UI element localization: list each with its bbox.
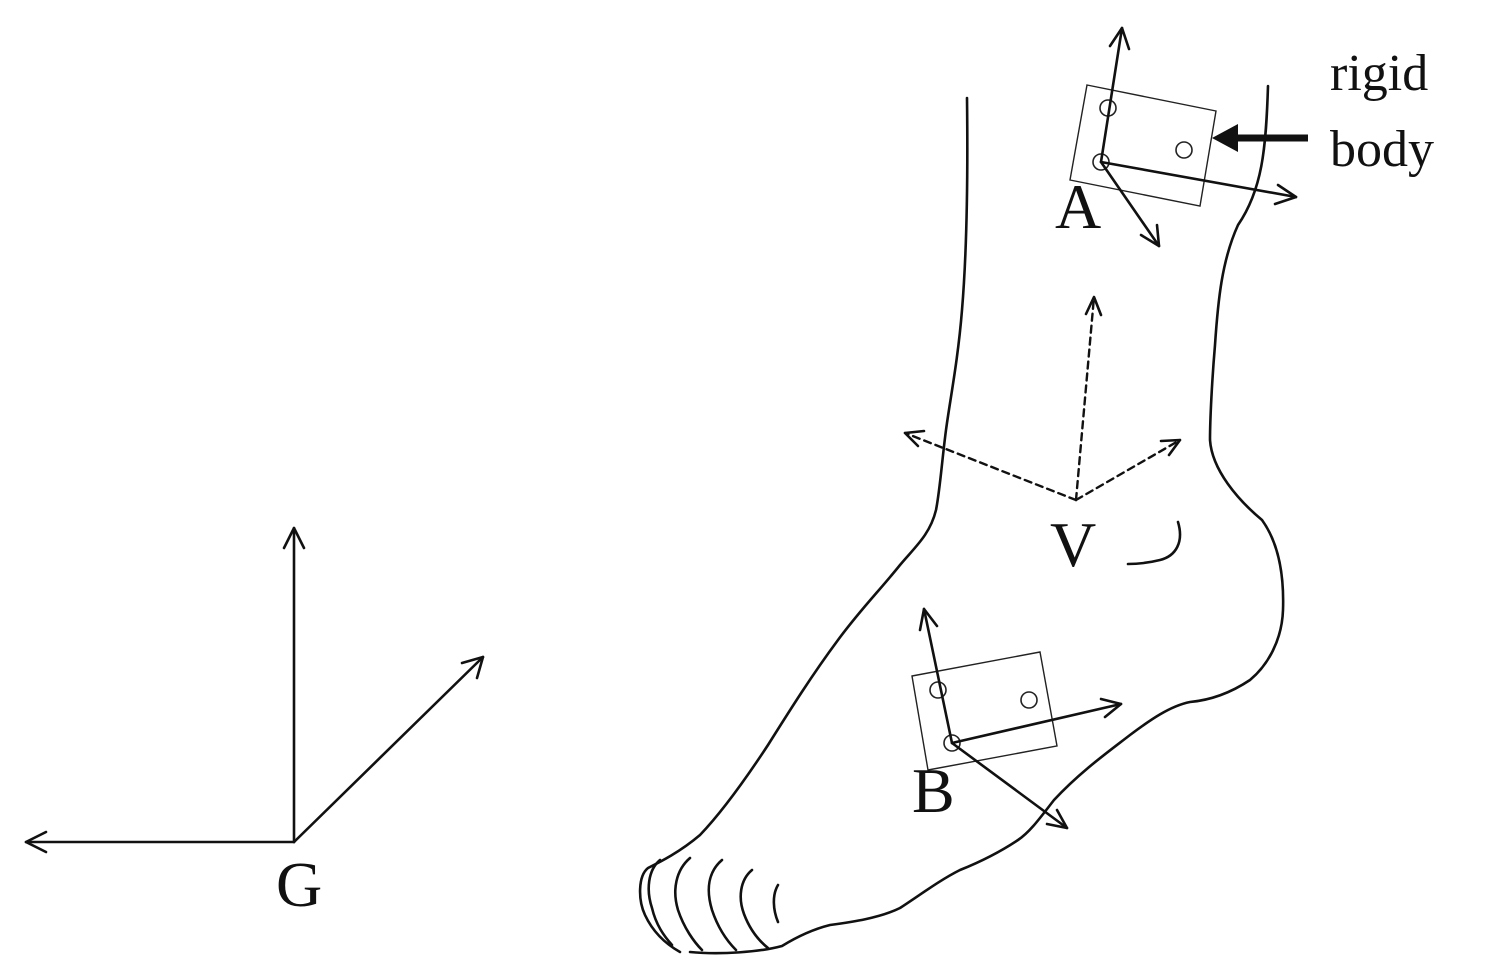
leg-front-contour — [638, 96, 969, 954]
v-axis-left-head — [903, 429, 926, 448]
toe-line-2 — [674, 856, 704, 952]
a-axis-up-head — [1108, 26, 1131, 51]
b-axis-down-head — [1045, 808, 1069, 830]
b-axis-right-head — [1099, 697, 1123, 719]
foot-marker-plate — [911, 651, 1058, 771]
malleolus-curve — [1126, 520, 1182, 566]
a-axis-right — [1099, 160, 1298, 199]
a-axis-right-head — [1273, 183, 1298, 206]
a-axis-down-head — [1139, 223, 1161, 248]
v-axis-up-head — [1084, 295, 1103, 317]
global-frame: G — [24, 526, 485, 920]
rigid-body-label-line1: rigid — [1330, 45, 1428, 102]
b-axis-down — [950, 741, 1069, 830]
leg-foot-outline — [638, 84, 1285, 955]
g-axis-diagonal-head — [460, 655, 485, 680]
g-axis-vertical-head — [282, 526, 306, 550]
foot-frame-label: B — [912, 755, 955, 826]
g-axis-diagonal — [292, 655, 485, 844]
v-axis-right-head — [1159, 438, 1182, 457]
v-axis-left — [903, 431, 1078, 502]
virtual-frame-label: V — [1050, 509, 1096, 580]
tibia-frame: A — [1055, 26, 1298, 248]
a-axis-up — [1099, 26, 1124, 164]
foot-frame: B — [912, 607, 1123, 830]
tibia-marker-2 — [1175, 141, 1193, 159]
a-axis-down — [1099, 160, 1161, 248]
b-axis-up-head — [918, 607, 939, 632]
foot-marker-2 — [1020, 691, 1038, 709]
rigid-body-pointer-head — [1212, 124, 1238, 152]
foot-rigid-body — [911, 651, 1058, 771]
toe-line-4 — [739, 868, 770, 950]
v-axis-up — [1074, 295, 1096, 502]
toe-line-3 — [707, 858, 738, 952]
toe-line-5 — [772, 883, 780, 924]
virtual-frame: V — [903, 295, 1182, 580]
b-axis-right — [950, 702, 1123, 745]
toe-line-1 — [647, 858, 674, 947]
tibia-marker-plate — [1069, 84, 1217, 207]
b-axis-up — [922, 607, 954, 745]
v-axis-right — [1074, 438, 1182, 502]
rigid-body-label-line2: body — [1330, 121, 1434, 178]
leg-back-contour — [688, 84, 1285, 955]
g-axis-horizontal-head — [24, 830, 48, 854]
global-frame-label: G — [276, 849, 322, 920]
foot-marker-1 — [929, 681, 947, 699]
tibia-frame-label: A — [1055, 171, 1101, 242]
rigid-body-annotation: rigid body — [1212, 45, 1434, 178]
